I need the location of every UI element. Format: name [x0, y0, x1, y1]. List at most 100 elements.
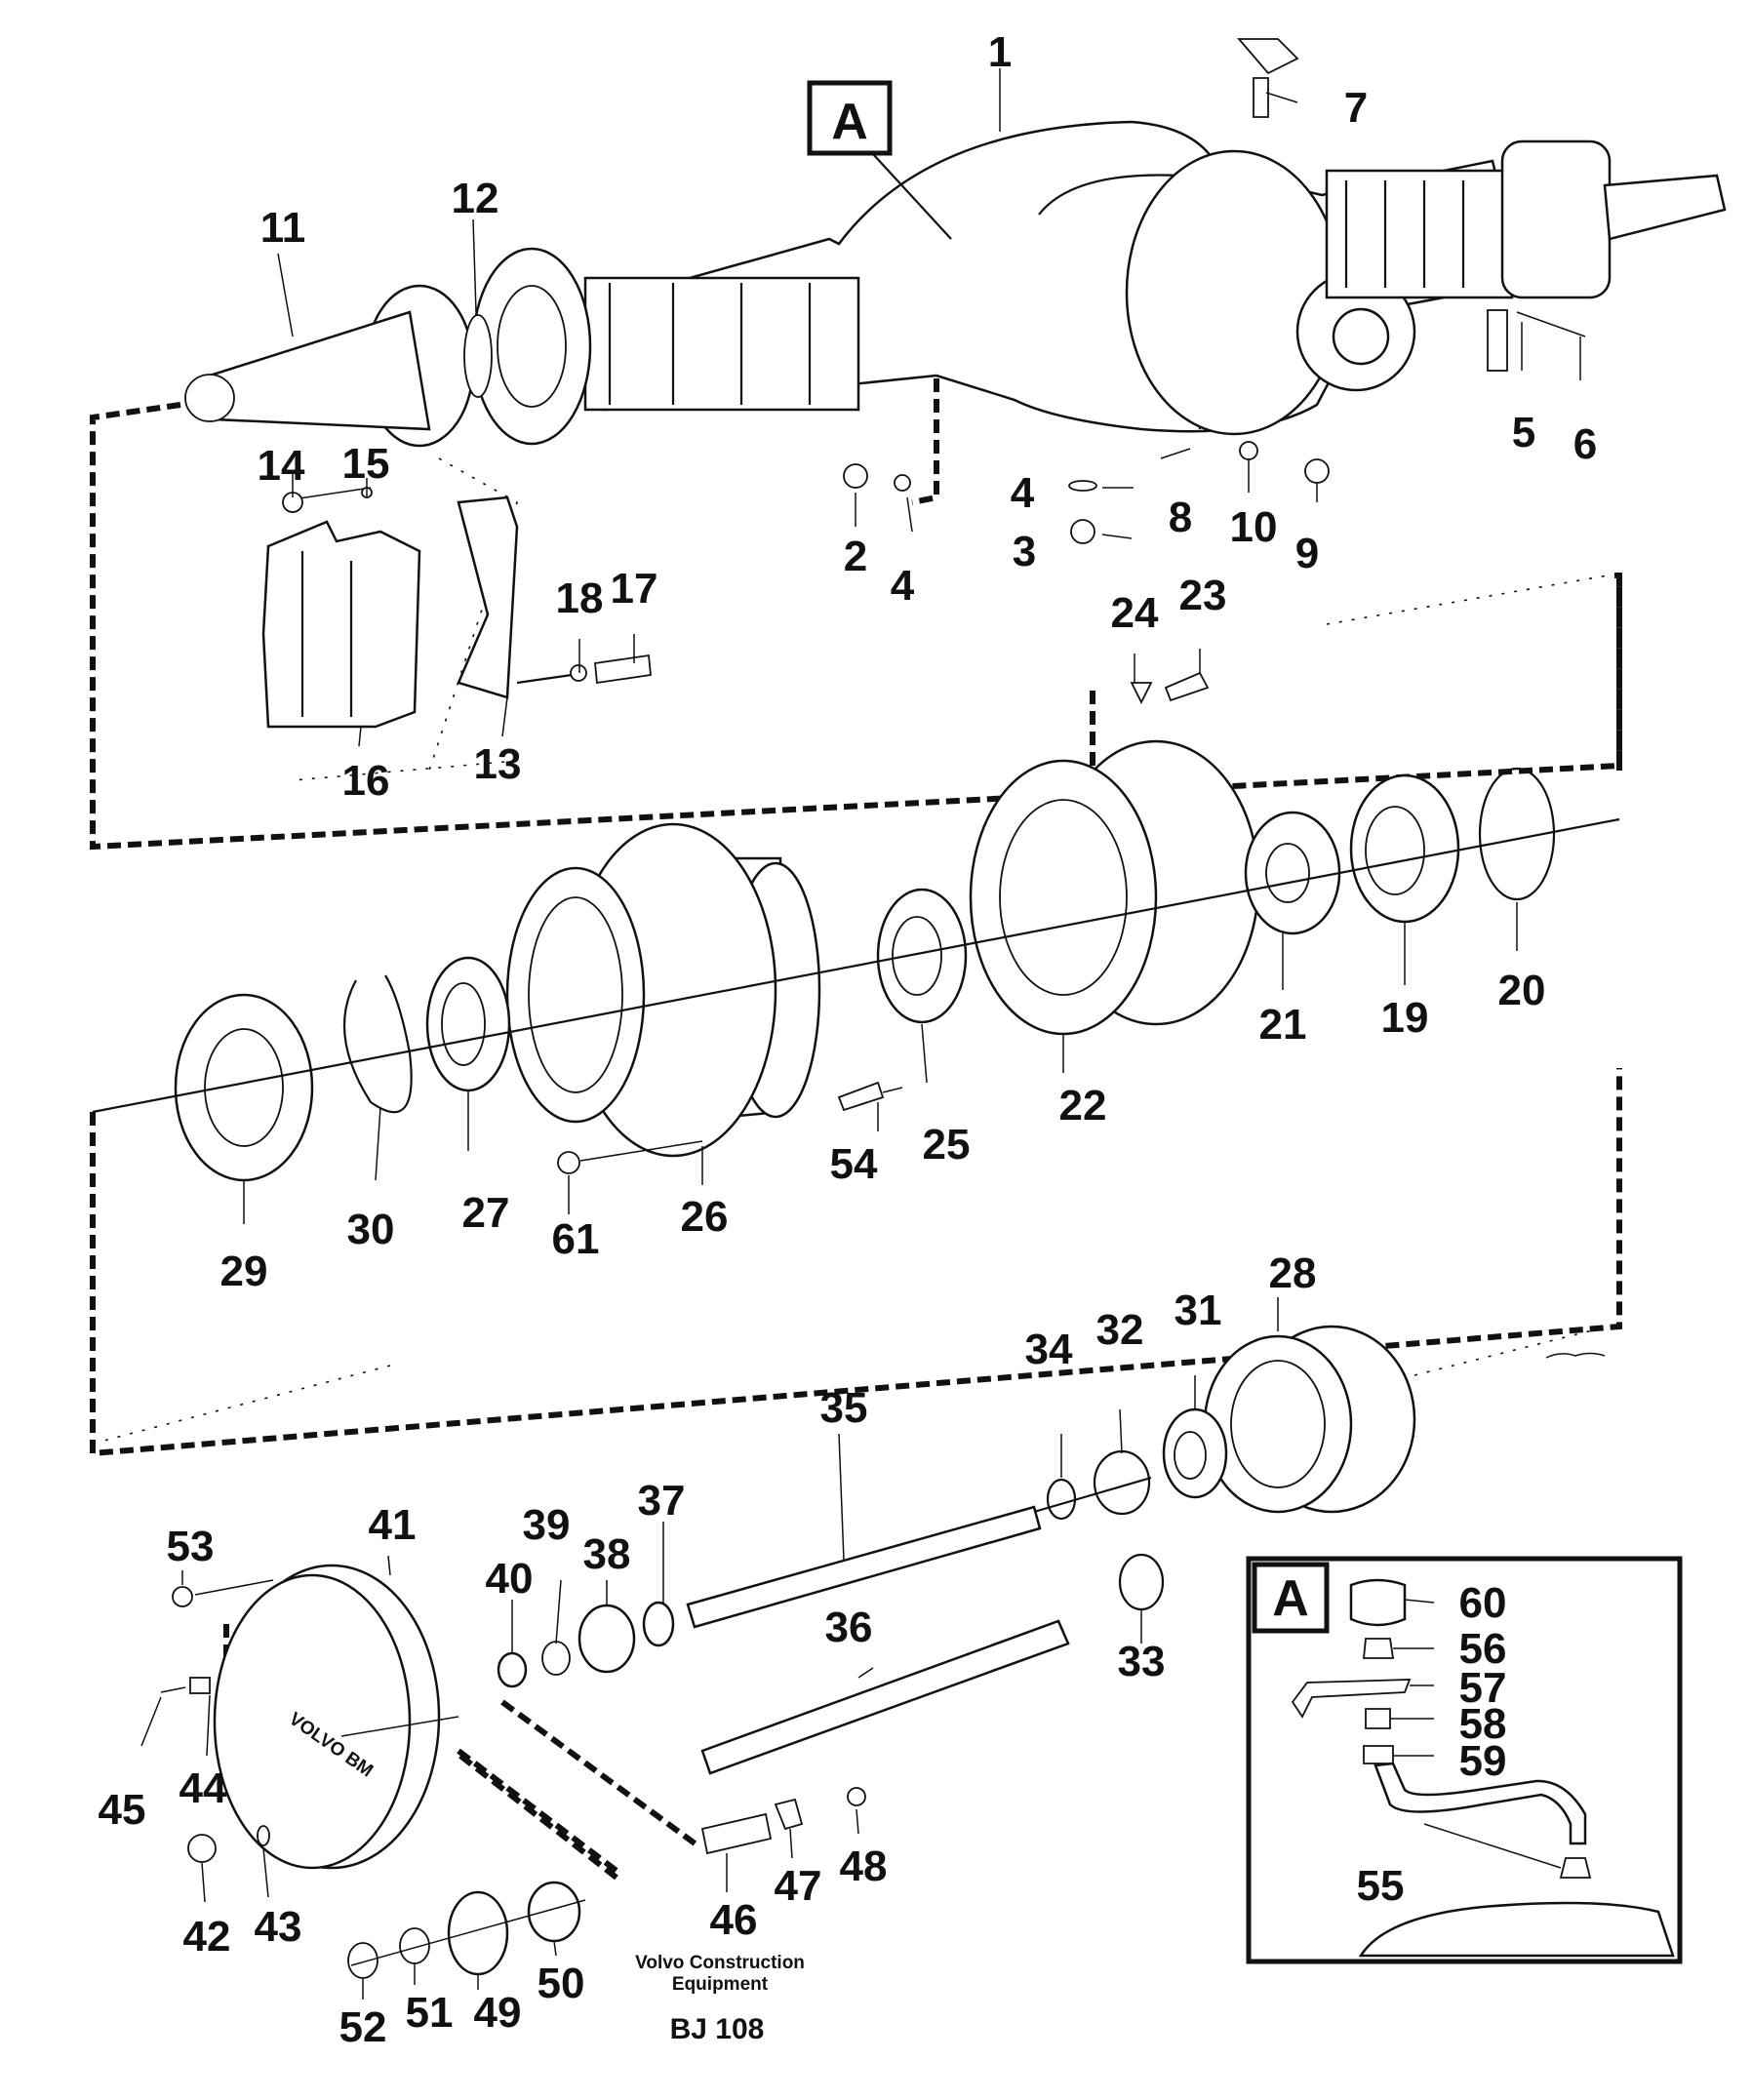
label-part-49: 49: [474, 1989, 522, 2037]
publisher-line-2: Equipment: [672, 1974, 769, 1995]
bolt-23: [1164, 671, 1210, 702]
label-part-48: 48: [840, 1842, 888, 1890]
washer-37: [642, 1601, 675, 1647]
dotted-line-28: [1414, 1326, 1609, 1376]
drawing-code: BJ 108: [670, 2013, 765, 2045]
dashed-line-hub-to-shaft: [90, 1068, 1622, 1457]
label-part-26: 26: [681, 1193, 729, 1241]
bolt-53: [172, 1586, 193, 1607]
label-part-34: 34: [1025, 1326, 1073, 1373]
section-marker-a-label: A: [831, 94, 868, 150]
bearing-19-inner: [1365, 806, 1425, 895]
label-part-40: 40: [486, 1555, 534, 1603]
washer-39: [541, 1641, 571, 1676]
drawing-footer: Volvo Construction Equipment BJ 108: [635, 1352, 1606, 2045]
inset-leaders: [1390, 1599, 1435, 1757]
label-part-23: 23: [1179, 572, 1227, 619]
circlip-32: [1093, 1449, 1151, 1516]
label-part-13: 13: [474, 740, 522, 788]
callout-leader-lines: [140, 68, 1581, 2000]
nut-61: [557, 1151, 580, 1174]
label-part-5: 5: [1512, 409, 1535, 456]
label-part-8: 8: [1169, 494, 1192, 541]
breather-cap-60: [1349, 1578, 1407, 1627]
label-part-6: 6: [1573, 420, 1597, 468]
pin-45: [160, 1686, 186, 1693]
label-part-42: 42: [183, 1913, 231, 1961]
fitting-58: [1365, 1708, 1391, 1729]
bolt-53-line: [194, 1579, 274, 1596]
label-part-50: 50: [538, 1960, 585, 2007]
leader-55: [1423, 1823, 1562, 1869]
section-marker-a: A: [807, 80, 952, 240]
brake-caliper-assembly: [261, 495, 1210, 729]
axle-housing: [184, 38, 1727, 544]
fitting-55: [1559, 1857, 1592, 1879]
label-part-44: 44: [179, 1764, 227, 1812]
label-part-32: 32: [1096, 1306, 1144, 1354]
dotted-line-13: [428, 457, 518, 772]
label-part-53: 53: [167, 1523, 215, 1570]
label-part-10: 10: [1230, 503, 1278, 551]
bearing-50: [527, 1881, 581, 1943]
fitting-59: [1363, 1745, 1394, 1764]
label-part-29: 29: [220, 1248, 268, 1295]
part-31-inner: [1174, 1431, 1207, 1480]
dashed-line-46: [500, 1699, 699, 1848]
label-part-22: 22: [1059, 1082, 1107, 1129]
bolt-48: [847, 1787, 866, 1806]
plug-2: [843, 463, 868, 489]
label-part-61: 61: [552, 1215, 600, 1263]
bracket-47: [774, 1798, 804, 1831]
brake-caliper: [261, 520, 421, 729]
label-part-54: 54: [830, 1140, 878, 1188]
washer-52: [347, 1942, 378, 1979]
label-part-17: 17: [611, 565, 658, 613]
hardware-lines: [579, 1087, 903, 1162]
label-part-38: 38: [583, 1530, 631, 1578]
bolt-54: [837, 1081, 885, 1112]
gear-38: [577, 1604, 636, 1674]
plate-5: [1487, 309, 1508, 372]
left-arm-ribs: [608, 283, 812, 405]
bearing-21-inner: [1265, 843, 1310, 903]
right-axle-arm: [1325, 169, 1514, 299]
inset-a: A: [1246, 1556, 1683, 1964]
label-part-24: 24: [1111, 589, 1159, 637]
label-part-33: 33: [1118, 1638, 1166, 1685]
screw-6: [1516, 311, 1586, 337]
dotted-line-20: [1326, 575, 1609, 625]
washer-40: [497, 1651, 528, 1688]
label-part-57: 57: [1459, 1664, 1507, 1712]
differential-carrier: [1125, 149, 1343, 436]
pin-46: [700, 1812, 773, 1855]
label-part-37: 37: [638, 1477, 686, 1525]
dashed-connection-lines: [90, 378, 1622, 1881]
label-part-1: 1: [988, 28, 1012, 76]
label-part-7: 7: [1344, 84, 1368, 132]
label-part-25: 25: [923, 1121, 971, 1169]
drive-shaft-36: [700, 1619, 1070, 1775]
label-part-16: 16: [342, 757, 390, 805]
washer-43: [257, 1825, 270, 1846]
ring-28-inner: [1230, 1360, 1326, 1488]
label-part-45: 45: [99, 1786, 146, 1834]
label-part-28: 28: [1269, 1249, 1317, 1297]
housing-flange-left: [1038, 174, 1202, 430]
bolt-9: [1304, 458, 1330, 484]
nut-56: [1363, 1638, 1395, 1659]
label-part-31: 31: [1175, 1287, 1222, 1334]
label-part-11: 11: [260, 204, 306, 252]
label-part-51: 51: [406, 1989, 454, 2037]
right-arm-ribs: [1344, 180, 1465, 288]
label-part-47: 47: [775, 1862, 822, 1910]
label-part-4-left: 4: [891, 562, 915, 610]
stub-spline-end: [184, 374, 235, 422]
gear-49: [447, 1890, 509, 1976]
bolt-17: [594, 654, 652, 685]
brake-hub-bore: [999, 799, 1128, 996]
section-marker-a-leader: [872, 153, 952, 240]
seal-ring: [463, 314, 493, 398]
